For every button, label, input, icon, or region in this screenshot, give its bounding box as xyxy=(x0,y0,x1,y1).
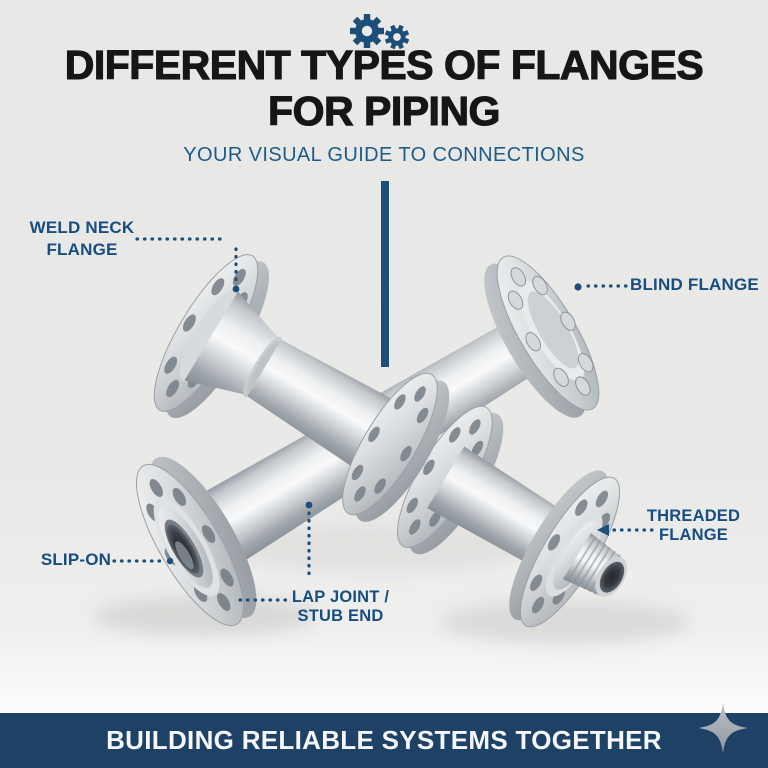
blind-flange-graphic xyxy=(484,255,600,418)
vertical-divider xyxy=(381,181,389,367)
lap-joint-label-line1: LAP JOINT / xyxy=(291,588,390,606)
threaded-flange-graphic xyxy=(427,446,628,628)
footer-tagline: BUILDING RELIABLE SYSTEMS TOGETHER xyxy=(106,725,662,755)
threaded-label-line1: THREADED xyxy=(646,507,741,525)
front-pipe-assembly xyxy=(153,254,628,628)
blind-flange-leader xyxy=(574,283,582,291)
weld-neck-label-line1: WELD NECK xyxy=(29,218,135,237)
footer-bar: BUILDING RELIABLE SYSTEMS TOGETHER xyxy=(0,713,768,768)
page-subtitle: YOUR VISUAL GUIDE TO CONNECTIONS xyxy=(183,144,585,166)
lap-joint-label-line2: STUB END xyxy=(297,607,384,625)
sparkle-icon xyxy=(698,703,748,753)
leader-lines xyxy=(112,237,654,602)
weld-neck-flange-label: WELD NECK FLANGE xyxy=(22,217,142,261)
gears-icon xyxy=(350,14,410,50)
title-line-1: DIFFERENT TYPES OF FLANGES xyxy=(64,41,704,88)
ground-shadow xyxy=(93,524,690,644)
weld-neck-label-line2: FLANGE xyxy=(46,240,118,259)
slip-on-flange-graphic xyxy=(136,456,257,627)
title-line-2: FOR PIPING xyxy=(267,87,501,134)
slip-on-flange-label: SLIP-ON xyxy=(40,550,112,569)
threaded-leader-arrow xyxy=(597,524,609,536)
blind-flange-label: BLIND FLANGE xyxy=(630,275,759,294)
threaded-label-line2: FLANGE xyxy=(658,526,729,544)
lap-joint-flange-label: LAP JOINT /STUB END xyxy=(283,588,398,626)
